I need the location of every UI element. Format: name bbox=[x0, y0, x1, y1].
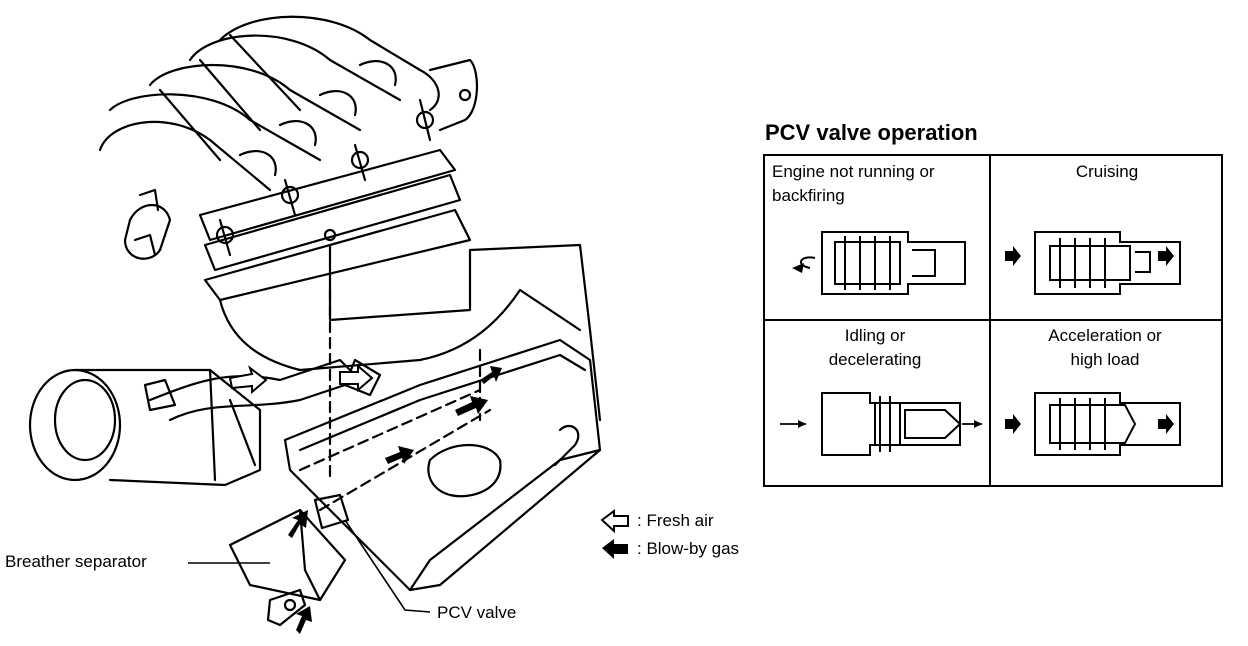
valve-cruising-icon bbox=[1034, 231, 1181, 295]
legend-fresh-air: : Fresh air bbox=[637, 511, 714, 530]
pcv-operation-title: PCV valve operation bbox=[765, 120, 978, 145]
pcv-valve-label: PCV valve bbox=[437, 603, 517, 622]
cell-engine-not-running: Engine not running or backfiring bbox=[772, 162, 935, 205]
cell-cruising: Cruising bbox=[1075, 162, 1139, 181]
fresh-air-arrow-icon bbox=[600, 509, 629, 534]
valve-idling-icon bbox=[821, 392, 962, 456]
valve-closed-icon bbox=[800, 231, 966, 295]
cell-idling: Idling or decelerating bbox=[828, 326, 922, 369]
breather-separator-label: Breather separator bbox=[5, 552, 147, 571]
cell-acceleration: Acceleration or high load bbox=[1048, 326, 1162, 369]
valve-acceleration-icon bbox=[1034, 392, 1181, 456]
blow-by-gas-arrow-icon bbox=[602, 539, 628, 559]
legend-blow-by-gas: : Blow-by gas bbox=[637, 539, 740, 558]
